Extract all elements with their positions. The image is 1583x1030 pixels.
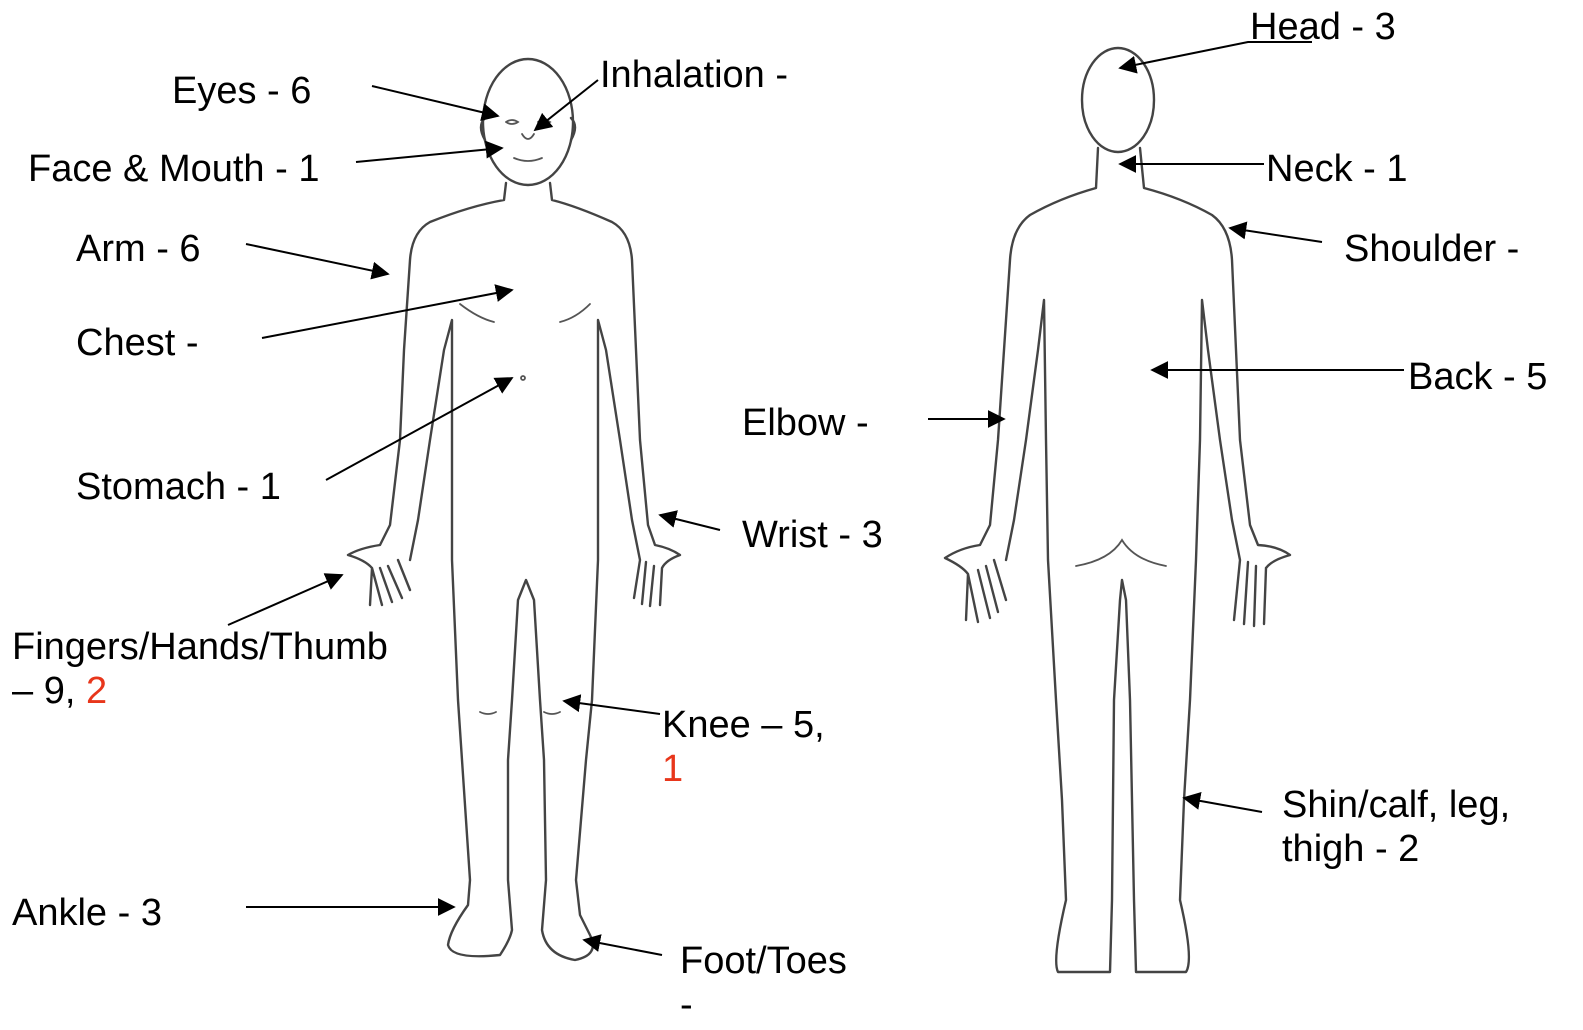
label-shin-line1: Shin/calf, leg,	[1282, 784, 1510, 828]
front-knee-right	[544, 712, 560, 714]
front-head	[483, 59, 573, 185]
label-elbow: Elbow -	[742, 402, 869, 446]
front-navel	[521, 376, 525, 380]
arrow-wrist	[660, 515, 720, 530]
arrow-knee	[564, 701, 660, 714]
label-knee-line1: Knee – 5,	[662, 704, 825, 748]
label-fingers-line2: – 9, 2	[12, 670, 388, 714]
label-chest: Chest -	[76, 322, 198, 366]
label-arm: Arm - 6	[76, 228, 201, 272]
front-body-figure	[348, 59, 680, 960]
back-body-outline	[945, 148, 1290, 972]
front-chest-left	[460, 304, 494, 322]
back-buttocks-curve	[1076, 540, 1166, 566]
label-wrist: Wrist - 3	[742, 514, 883, 558]
arrow-fingers	[228, 575, 342, 625]
label-knee-highlight: 1	[662, 748, 825, 792]
label-shoulder: Shoulder -	[1344, 228, 1519, 272]
label-fingers-line1: Fingers/Hands/Thumb	[12, 626, 388, 670]
label-fingers: Fingers/Hands/Thumb – 9, 2	[12, 626, 388, 713]
label-foot: Foot/Toes -	[680, 940, 847, 1027]
label-ankle: Ankle - 3	[12, 892, 162, 936]
label-eyes: Eyes - 6	[172, 70, 311, 114]
arrow-shin	[1184, 798, 1262, 812]
arrow-shoulder	[1230, 228, 1322, 242]
arrow-arm	[246, 244, 388, 274]
label-neck: Neck - 1	[1266, 148, 1407, 192]
arrow-face-mouth	[356, 148, 502, 162]
front-nose	[522, 134, 534, 139]
arrow-eyes	[372, 86, 498, 116]
label-face-mouth: Face & Mouth - 1	[28, 148, 319, 192]
label-knee: Knee – 5, 1	[662, 704, 825, 791]
label-fingers-highlight: 2	[86, 670, 107, 712]
label-foot-line2: -	[680, 984, 847, 1028]
label-head: Head - 3	[1250, 6, 1396, 50]
front-body-outline	[348, 183, 680, 960]
front-knee-left	[480, 712, 496, 714]
label-back: Back - 5	[1408, 356, 1547, 400]
label-inhalation: Inhalation -	[600, 54, 788, 98]
label-stomach: Stomach - 1	[76, 466, 281, 510]
arrow-stomach	[326, 378, 512, 480]
label-foot-line1: Foot/Toes	[680, 940, 847, 984]
back-body-figure	[945, 48, 1290, 972]
arrow-foot	[584, 940, 662, 955]
front-mouth	[514, 158, 542, 161]
label-shin-line2: thigh - 2	[1282, 828, 1510, 872]
label-shin: Shin/calf, leg, thigh - 2	[1282, 784, 1510, 871]
front-chest-right	[560, 304, 590, 322]
front-eye-left	[506, 120, 518, 124]
